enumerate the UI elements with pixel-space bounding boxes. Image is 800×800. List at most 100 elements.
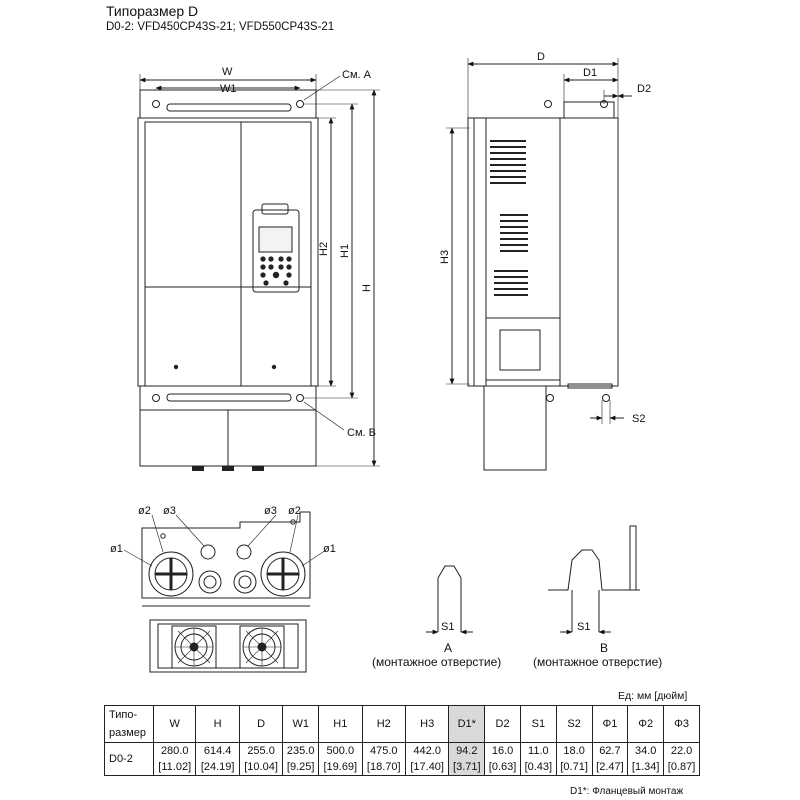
bottom-slot bbox=[166, 393, 292, 402]
see-b-label: См. B bbox=[347, 427, 376, 439]
header-phi2: Φ2 bbox=[627, 705, 665, 743]
cell-w-mm: 280.0 bbox=[160, 745, 189, 757]
detail-b-caption: (монтажное отверстие) bbox=[533, 655, 662, 669]
model-subtitle: D0-2: VFD450CP43S-21; VFD550CP43S-21 bbox=[106, 21, 335, 33]
see-a-label: См. A bbox=[342, 69, 372, 81]
cell-h3-inch: [17.40] bbox=[410, 761, 444, 773]
cell-d2-mm: 16.0 bbox=[491, 745, 514, 757]
cell-h1-mm: 500.0 bbox=[326, 745, 355, 757]
cell-s2-mm: 18.0 bbox=[563, 745, 585, 757]
label-phi1-left: ø1 bbox=[110, 543, 123, 555]
bottom-view-labels: ø2 ø3 ø3 ø2 ø1 ø1 bbox=[110, 505, 336, 555]
footnote: D1*: Фланцевый монтаж bbox=[570, 786, 684, 797]
cell-h-inch: [24.19] bbox=[200, 761, 235, 773]
bottom-view bbox=[123, 511, 327, 673]
mount-hole-bottom-right bbox=[296, 394, 304, 402]
header-w1: W1 bbox=[282, 705, 320, 743]
heatsink bbox=[559, 117, 619, 387]
detail-a-s1: S1 bbox=[441, 621, 454, 633]
gland-phi1-left bbox=[148, 551, 194, 597]
header-h1: H1 bbox=[318, 705, 363, 743]
cell-phi1-mm: 62.7 bbox=[599, 745, 621, 757]
cell-d: 255.0 [10.04] bbox=[238, 742, 284, 776]
mount-hole-bottom-left bbox=[152, 394, 160, 402]
cell-s1-inch: [0.43] bbox=[524, 761, 553, 773]
cell-h3-mm: 442.0 bbox=[413, 745, 441, 757]
fan-right bbox=[239, 625, 285, 669]
dim-label-d2: D2 bbox=[637, 83, 651, 95]
cell-d-inch: [10.04] bbox=[244, 761, 278, 773]
dim-label-h3: H3 bbox=[439, 250, 451, 264]
header-phi3: Φ3 bbox=[663, 705, 700, 743]
dim-label-h2: H2 bbox=[318, 242, 330, 256]
dim-label-d: D bbox=[537, 51, 545, 63]
cell-d2: 16.0 [0.63] bbox=[484, 742, 521, 776]
keypad bbox=[252, 203, 300, 293]
vent-slots bbox=[490, 140, 528, 296]
mount-hole-top-right bbox=[296, 100, 304, 108]
bottom-outline bbox=[141, 511, 311, 599]
cell-phi3-inch: [0.87] bbox=[667, 761, 696, 773]
dim-label-d1: D1 bbox=[583, 67, 597, 79]
label-phi2-right: ø2 bbox=[288, 505, 301, 517]
top-slot bbox=[166, 103, 292, 112]
cell-w1: 235.0[9.25] bbox=[282, 742, 320, 776]
detail-a-letter: A bbox=[444, 641, 452, 655]
cell-s1: 11.0 [0.43] bbox=[519, 742, 557, 776]
cell-phi1-inch: [2.47] bbox=[596, 761, 624, 773]
detail-a-caption: (монтажное отверстие) bbox=[372, 655, 501, 669]
label-phi2-left: ø2 bbox=[138, 505, 151, 517]
header-frame: Типо- размер bbox=[104, 705, 154, 743]
header-h: H bbox=[195, 705, 240, 743]
cell-w: 280.0[11.02] bbox=[152, 742, 197, 776]
side-view bbox=[446, 58, 632, 471]
table-row: D0-2 280.0[11.02] 614.4 [24.19] 255.0 [10.… bbox=[104, 742, 700, 776]
frame-cell: D0-2 bbox=[104, 742, 154, 776]
fan-section bbox=[149, 619, 307, 673]
detail-b-s1: S1 bbox=[577, 621, 590, 633]
detail-a bbox=[426, 565, 473, 635]
cell-d1: 94.2 [3.71] bbox=[448, 742, 486, 776]
fan-left bbox=[171, 625, 217, 669]
cell-h: 614.4 [24.19] bbox=[195, 742, 240, 776]
mounting-slot-b bbox=[548, 549, 640, 591]
label-phi3-right: ø3 bbox=[264, 505, 277, 517]
header-d2: D2 bbox=[484, 705, 521, 743]
label-phi3-left: ø3 bbox=[163, 505, 176, 517]
detail-b-labels: S1 B (монтажное отверстие) bbox=[533, 621, 662, 669]
cell-h1: 500.0 [19.69] bbox=[318, 742, 363, 776]
cell-phi2-mm: 34.0 bbox=[634, 745, 657, 757]
gland-phi3-left bbox=[200, 544, 216, 560]
cell-w1-inch: [9.25] bbox=[286, 761, 315, 773]
cell-d2-inch: [0.63] bbox=[488, 761, 517, 773]
dim-label-s2: S2 bbox=[632, 413, 645, 425]
mounting-hole-a bbox=[437, 565, 462, 632]
side-view-labels: D D1 D2 H3 S2 bbox=[439, 51, 651, 425]
label-phi1-right: ø1 bbox=[323, 543, 336, 555]
cell-h1-inch: [19.69] bbox=[323, 761, 358, 773]
cell-s1-mm: 11.0 bbox=[528, 745, 549, 757]
cell-s2: 18.0[0.71] bbox=[555, 742, 593, 776]
cell-phi1: 62.7 [2.47] bbox=[591, 742, 629, 776]
gland-phi2-left bbox=[198, 570, 222, 594]
gland-phi1-right bbox=[260, 551, 306, 597]
cell-h-mm: 614.4 bbox=[203, 745, 232, 757]
dimension-table: Типо- размер W H D W1 H1 H2 H3 D1* D2 S1… bbox=[104, 705, 700, 776]
units-note: Ед: мм [дюйм] bbox=[618, 690, 688, 702]
cell-phi2-inch: [1.34] bbox=[631, 761, 660, 773]
cell-d-mm: 255.0 bbox=[247, 745, 275, 757]
side-wiring-box bbox=[483, 385, 547, 471]
dim-label-h: H bbox=[361, 284, 373, 292]
header-s2: S2 bbox=[555, 705, 593, 743]
gland-phi2-right bbox=[233, 570, 257, 594]
header-h3: H3 bbox=[404, 705, 450, 743]
dim-label-w: W bbox=[222, 66, 233, 78]
dim-label-h1: H1 bbox=[339, 244, 351, 258]
cell-d1-inch: [3.71] bbox=[453, 761, 481, 773]
bottom-mounting-plate bbox=[139, 385, 317, 411]
cell-d1-mm: 94.2 bbox=[456, 745, 478, 757]
front-view bbox=[137, 74, 380, 471]
front-view-labels: W W1 H2 H1 H См. A См. B bbox=[220, 66, 376, 439]
cell-phi3: 22.0[0.87] bbox=[663, 742, 700, 776]
